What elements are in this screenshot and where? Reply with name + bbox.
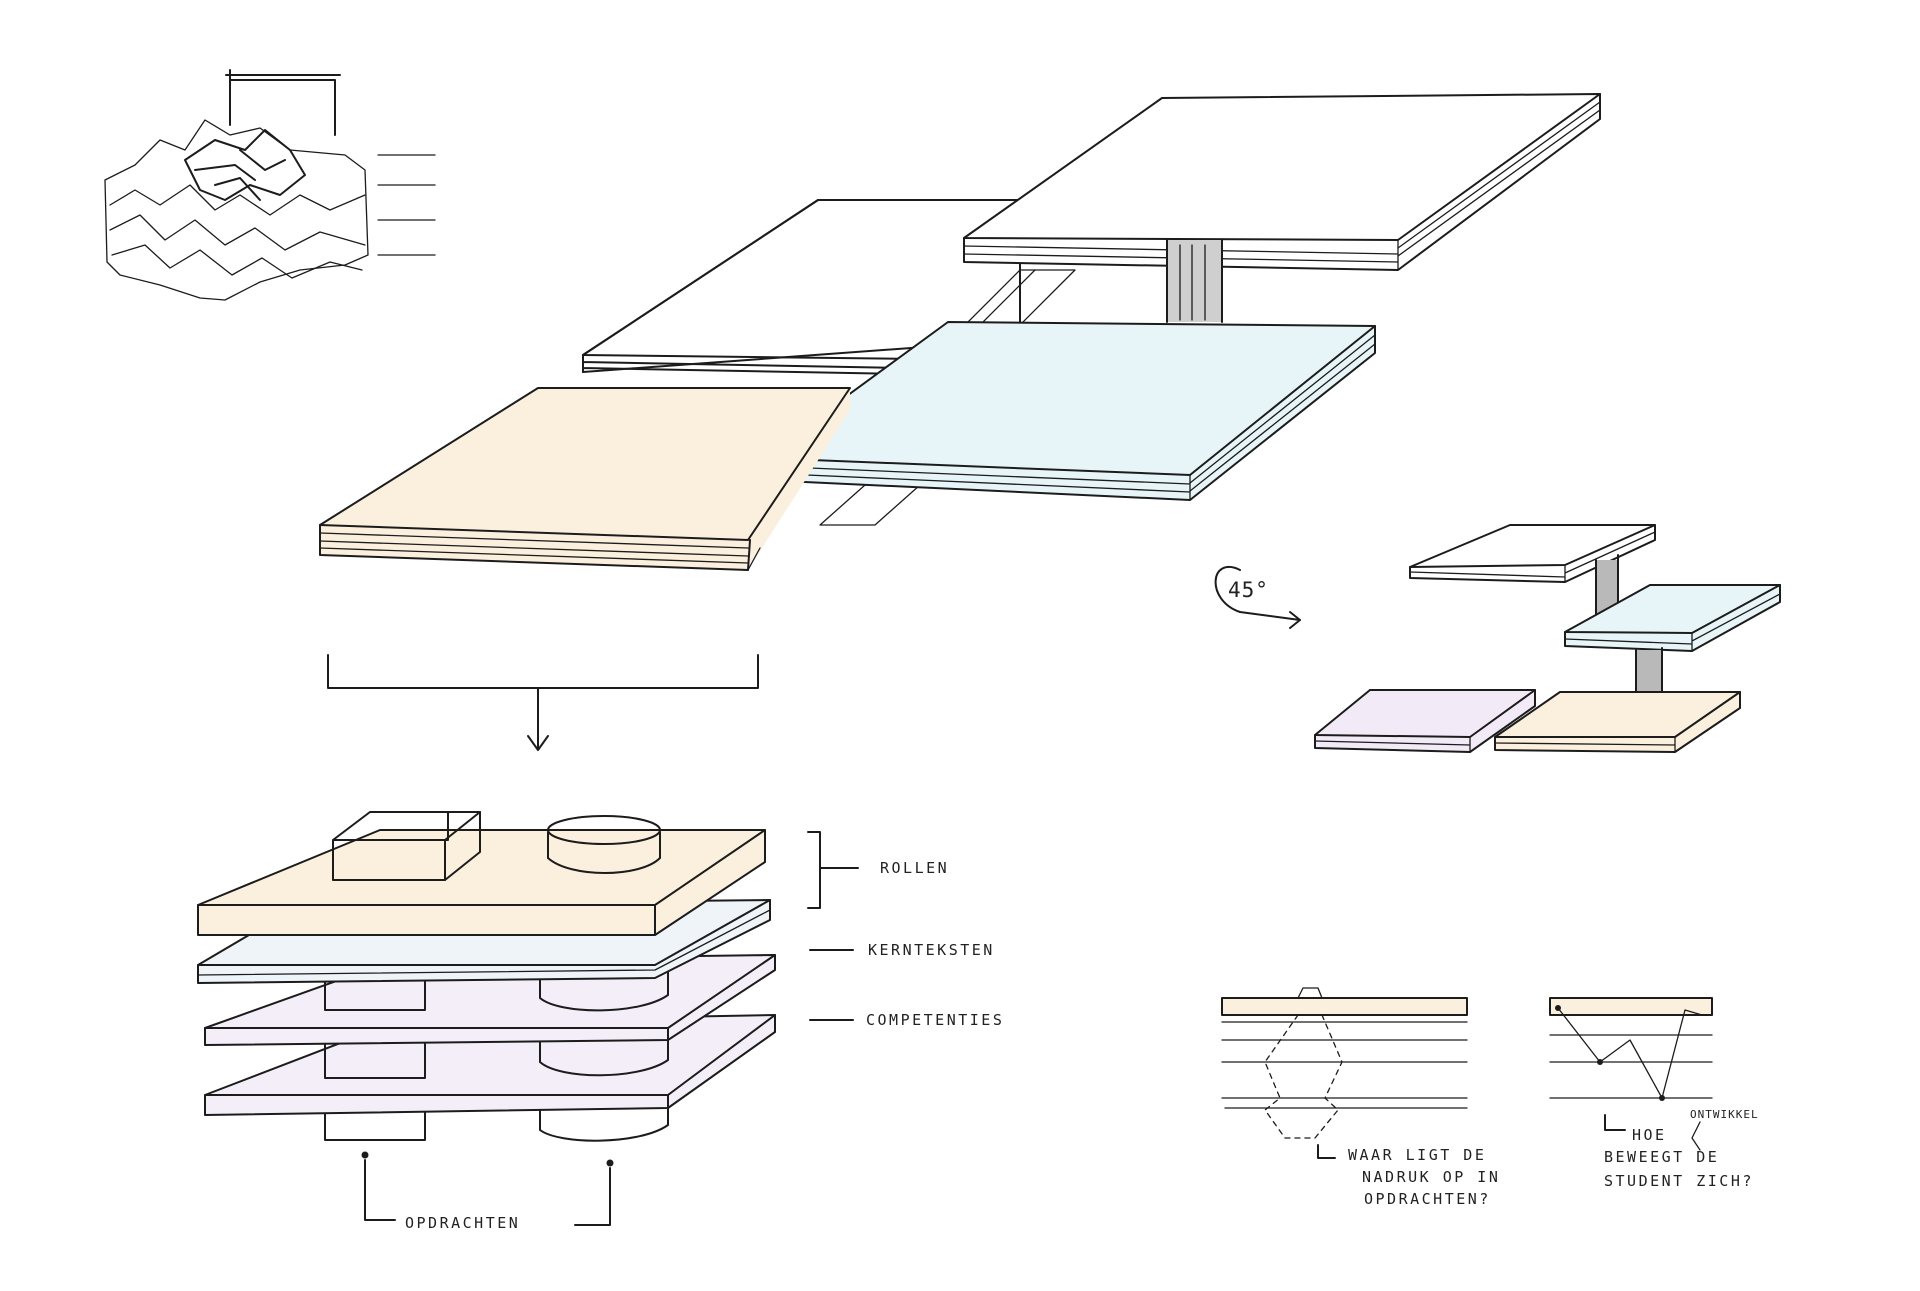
plate-peach (319, 387, 851, 571)
section-movement-diagram: HOE BEWEEGT DE STUDENT ZICH? ONTWIKKEL (1549, 997, 1759, 1190)
label-ontwikkel: ONTWIKKEL (1690, 1108, 1759, 1121)
terrain-thumbnail-sketch (104, 69, 436, 301)
main-layer-diagram (319, 93, 1601, 571)
angle-label: 45° (1228, 578, 1269, 602)
label-kernteksten: KERNTEKSTEN (868, 941, 995, 959)
plate-back-white (582, 199, 1021, 375)
marker-dot-right (606, 1159, 614, 1167)
section-emphasis-diagram: WAAR LIGT DE NADRUK OP IN OPDRACHTEN? (1221, 987, 1500, 1208)
label-opdrachten: OPDRACHTEN (405, 1214, 520, 1232)
label-waar-1: WAAR LIGT DE (1348, 1146, 1486, 1164)
label-hoe-2: BEWEEGT DE (1604, 1148, 1719, 1166)
label-competenties: COMPETENTIES (866, 1011, 1004, 1029)
stacked-layer-diagram: ROLLEN KERNTEKSTEN COMPETENTIES OPDRACHT… (197, 811, 1004, 1232)
label-hoe-3: STUDENT ZICH? (1604, 1172, 1754, 1190)
marker-dot-left (361, 1151, 369, 1159)
label-waar-2: NADRUK OP IN (1362, 1168, 1500, 1186)
plate-blue (761, 321, 1376, 501)
label-hoe-1: HOE (1632, 1126, 1667, 1144)
rotated-view-diagram: 45° (1214, 524, 1781, 753)
label-rollen: ROLLEN (880, 859, 949, 877)
label-waar-3: OPDRACHTEN? (1364, 1190, 1491, 1208)
pillar-upper (1166, 239, 1223, 323)
plate-top-white (963, 93, 1601, 271)
grouping-bracket (327, 654, 759, 751)
